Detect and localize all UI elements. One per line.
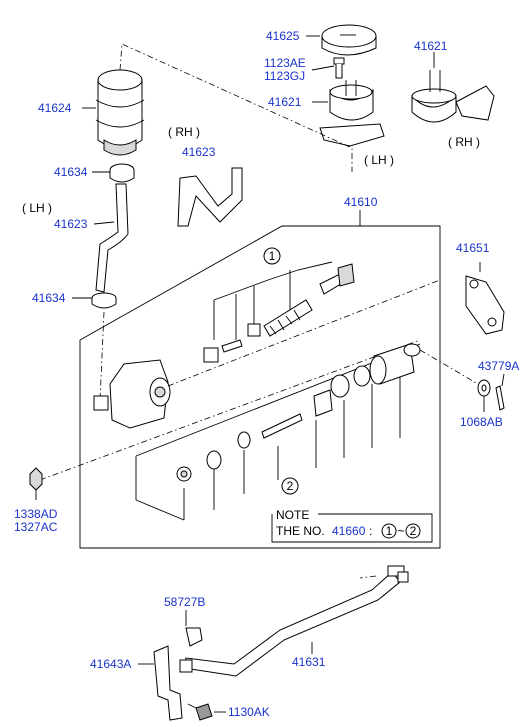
bolt-1130AK <box>187 703 213 721</box>
label-1123AE[interactable]: 1123AE <box>264 56 306 70</box>
leader-reservoir-bracket <box>119 43 353 172</box>
hose-41623-lh <box>95 183 129 293</box>
note-to: 2 <box>410 524 417 538</box>
assembly-frame-41610 <box>79 225 441 549</box>
note-part-41660[interactable]: 41660 <box>332 524 366 538</box>
callout-circle-2: 2 <box>281 477 299 495</box>
leader-lines <box>35 35 505 713</box>
note-from: 1 <box>386 524 393 538</box>
label-58727B[interactable]: 58727B <box>164 595 205 609</box>
gasket-41651 <box>465 262 505 335</box>
label-41634-top[interactable]: 41634 <box>54 165 88 179</box>
washer-1068AB <box>477 379 491 397</box>
side-label-lh-left: ( LH ) <box>22 201 52 215</box>
center-line-upper <box>167 279 441 387</box>
label-41625[interactable]: 41625 <box>266 29 300 43</box>
reservoir-41624 <box>95 69 145 156</box>
pipe-fitting-bottom <box>179 659 193 673</box>
label-41634-bottom[interactable]: 41634 <box>32 291 66 305</box>
bracket-41643A <box>153 645 183 721</box>
label-41623-rh[interactable]: 41623 <box>182 145 216 159</box>
nut-1338AD <box>29 467 43 491</box>
callout-2-text: 2 <box>287 479 294 493</box>
label-41621-rh[interactable]: 41621 <box>414 39 448 53</box>
label-1130AK[interactable]: 1130AK <box>228 705 270 719</box>
piston-parts-group-1 <box>203 261 355 363</box>
hose-41623-rh <box>177 167 243 227</box>
note-title: NOTE <box>276 508 309 522</box>
note-prefix: THE NO. <box>276 524 325 538</box>
pin-43779A <box>495 385 505 411</box>
label-41624[interactable]: 41624 <box>38 101 72 115</box>
leader-pipe-top <box>359 575 377 579</box>
side-label-rh-right: ( RH ) <box>448 135 480 149</box>
bracket-41621-lh <box>319 80 385 147</box>
label-1338AD[interactable]: 1338AD <box>14 507 58 521</box>
note-separator: : <box>369 524 372 538</box>
label-41643A[interactable]: 41643A <box>90 657 131 671</box>
label-41623-lh[interactable]: 41623 <box>54 217 88 231</box>
label-41651[interactable]: 41651 <box>456 241 490 255</box>
clamp-41634-bottom <box>91 292 117 309</box>
label-1068AB[interactable]: 1068AB <box>460 415 503 429</box>
bracket-41621-rh <box>411 70 495 123</box>
label-41621-lh[interactable]: 41621 <box>268 95 302 109</box>
bolt-1123AE <box>333 57 345 79</box>
side-label-lh-right: ( LH ) <box>364 153 394 167</box>
label-41631[interactable]: 41631 <box>292 655 326 669</box>
clamp-41634-top <box>109 163 135 183</box>
leader-washer <box>419 349 479 385</box>
note-tilde: ~ <box>397 524 404 538</box>
leader-hose-cylinder <box>99 311 105 401</box>
note-box: NOTE THE NO. 41660 : 1 ~ 2 <box>271 508 433 543</box>
reservoir-cap-41625 <box>321 24 377 56</box>
clip-58727B <box>185 627 203 647</box>
pipe-fitting-top <box>387 565 409 583</box>
label-41610[interactable]: 41610 <box>344 195 378 209</box>
label-1123GJ[interactable]: 1123GJ <box>264 69 305 83</box>
label-1327AC[interactable]: 1327AC <box>14 520 58 534</box>
master-cylinder-body <box>93 359 171 429</box>
callout-1-text: 1 <box>269 249 276 263</box>
seal-parts-group-2 <box>135 343 421 521</box>
callout-circle-1: 1 <box>263 247 281 265</box>
label-43779A[interactable]: 43779A <box>478 359 519 373</box>
side-label-rh-left: ( RH ) <box>168 125 200 139</box>
